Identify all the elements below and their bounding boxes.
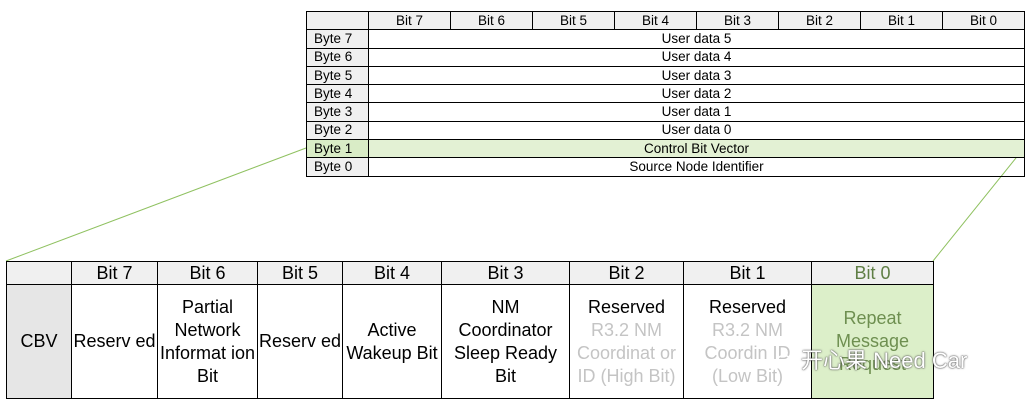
bit-header: Bit 1 [860, 10, 943, 31]
table-row: Byte 4 User data 2 [306, 84, 1025, 104]
byte-content: User data 0 [368, 120, 1025, 141]
byte-label: Byte 1 [306, 139, 369, 159]
bit-header-highlighted: Bit 0 [811, 261, 934, 285]
byte-label: Byte 6 [306, 47, 369, 67]
bit1-legacy-note: R3.2 NM Coordin ID (Low Bit) [704, 319, 791, 386]
bit-header: Bit 1 [683, 261, 812, 285]
byte-content: Control Bit Vector [368, 139, 1025, 159]
table-row: Byte 5 User data 3 [306, 65, 1025, 86]
bit-header: Bit 7 [368, 10, 451, 31]
byte-content: User data 5 [368, 29, 1025, 49]
bit-header: Bit 3 [441, 261, 570, 285]
byte-label: Byte 7 [306, 29, 369, 49]
highlighted-row-control-bit-vector: Byte 1 Control Bit Vector [306, 139, 1025, 159]
bit5-cell: Reserv ed [257, 284, 343, 399]
byte-content: Source Node Identifier [368, 157, 1025, 177]
cbv-content-row: CBV Reserv ed Partial Network Informat i… [6, 284, 934, 399]
connector-line-left [5, 147, 307, 262]
byte-layout-table: Bit 7 Bit 6 Bit 5 Bit 4 Bit 3 Bit 2 Bit … [306, 10, 1025, 177]
cbv-bit-table: Bit 7 Bit 6 Bit 5 Bit 4 Bit 3 Bit 2 Bit … [6, 261, 934, 399]
corner-cell [6, 261, 72, 285]
byte-content: User data 1 [368, 102, 1025, 122]
bit-header: Bit 4 [342, 261, 442, 285]
byte-label: Byte 4 [306, 84, 369, 104]
bit-header: Bit 5 [532, 10, 615, 31]
watermark-text: 开心果 Need Car [801, 348, 968, 373]
bit-header: Bit 0 [942, 10, 1025, 31]
bit2-reserved-label: Reserved [587, 296, 666, 317]
bit-header: Bit 2 [569, 261, 684, 285]
table-row: Byte 2 User data 0 [306, 120, 1025, 141]
bit4-cell: Active Wakeup Bit [342, 284, 442, 399]
bit-header: Bit 4 [614, 10, 697, 31]
bit1-reserved-label: Reserved [708, 296, 787, 317]
byte-label: Byte 5 [306, 65, 369, 86]
bit7-cell: Reserv ed [71, 284, 158, 399]
table-row: Byte 3 User data 1 [306, 102, 1025, 122]
byte-content: User data 2 [368, 84, 1025, 104]
byte-content: User data 3 [368, 65, 1025, 86]
bit-header: Bit 7 [71, 261, 158, 285]
bit-header: Bit 5 [257, 261, 343, 285]
corner-cell [306, 10, 369, 31]
bit2-legacy-note: R3.2 NM Coordinat or ID (High Bit) [576, 319, 677, 386]
bit-header: Bit 6 [157, 261, 258, 285]
table-row: Byte 0 Source Node Identifier [306, 157, 1025, 177]
byte-label: Byte 0 [306, 157, 369, 177]
bit3-cell: NM Coordinator Sleep Ready Bit [441, 284, 570, 399]
watermark: 开心果 Need Car [776, 343, 967, 375]
bit-header-row: Bit 7 Bit 6 Bit 5 Bit 4 Bit 3 Bit 2 Bit … [306, 10, 1025, 31]
table-row: Byte 6 User data 4 [306, 47, 1025, 67]
bit2-cell: Reserved R3.2 NM Coordinat or ID (High B… [569, 284, 684, 399]
cbv-header-row: Bit 7 Bit 6 Bit 5 Bit 4 Bit 3 Bit 2 Bit … [6, 261, 934, 285]
byte-label: Byte 2 [306, 120, 369, 141]
bit6-cell: Partial Network Informat ion Bit [157, 284, 258, 399]
bit-header: Bit 3 [696, 10, 779, 31]
bit-header: Bit 6 [450, 10, 533, 31]
cbv-label: CBV [6, 284, 72, 399]
byte-content: User data 4 [368, 47, 1025, 67]
bit1-cell: Reserved R3.2 NM Coordin ID (Low Bit) [683, 284, 812, 399]
bit0-cell: Repeat Message Request [811, 284, 934, 399]
bit-header: Bit 2 [778, 10, 861, 31]
byte-label: Byte 3 [306, 102, 369, 122]
wechat-icon [776, 354, 798, 370]
table-row: Byte 7 User data 5 [306, 29, 1025, 49]
